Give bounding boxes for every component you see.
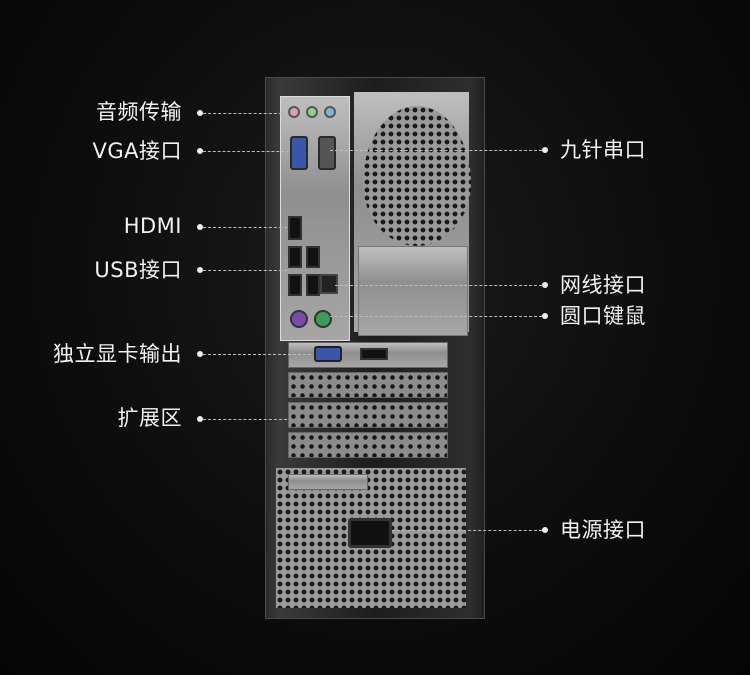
hdmi-port: [288, 216, 302, 240]
leader-line-expansion: [203, 419, 287, 420]
audio-jack-green: [306, 106, 318, 118]
vent-panel: [358, 246, 468, 336]
label-gpu-output: 独立显卡输出: [53, 342, 182, 366]
leader-dot-usb: [197, 267, 203, 273]
usb-port: [288, 274, 302, 296]
leader-line-hdmi: [203, 227, 287, 228]
psu-grille: [276, 468, 466, 608]
leader-line-ethernet: [335, 285, 542, 286]
psu-handle: [288, 474, 368, 490]
ps2-mouse-port: [314, 310, 332, 328]
leader-dot-ps2: [542, 313, 548, 319]
power-inlet: [348, 518, 392, 548]
gpu-vga-port: [314, 346, 342, 362]
usb-port: [306, 246, 320, 268]
serial-port: [318, 136, 336, 170]
fan-grille: [363, 106, 471, 246]
leader-dot-expansion: [197, 416, 203, 422]
usb-port: [306, 274, 320, 296]
label-serial: 九针串口: [560, 138, 646, 162]
leader-dot-serial: [542, 147, 548, 153]
leader-line-gpu-output: [203, 354, 311, 355]
leader-dot-vga: [197, 148, 203, 154]
label-hdmi: HDMI: [123, 214, 182, 238]
leader-line-audio: [203, 113, 287, 114]
leader-dot-hdmi: [197, 224, 203, 230]
ethernet-port: [320, 274, 338, 294]
label-usb: USB接口: [94, 258, 182, 282]
leader-line-ps2: [330, 316, 542, 317]
label-vga: VGA接口: [92, 139, 182, 163]
ps2-keyboard-port: [290, 310, 308, 328]
expansion-slot-cover: [288, 432, 448, 458]
pc-tower-rear-panel: [265, 77, 485, 619]
expansion-slot-cover: [288, 402, 448, 428]
leader-dot-gpu-output: [197, 351, 203, 357]
label-audio: 音频传输: [96, 100, 182, 124]
vga-port: [290, 136, 308, 170]
usb-port: [288, 246, 302, 268]
leader-line-power: [392, 530, 542, 531]
audio-jack-pink: [288, 106, 300, 118]
leader-line-serial: [330, 150, 542, 151]
leader-dot-audio: [197, 110, 203, 116]
label-power: 电源接口: [560, 518, 646, 542]
label-ethernet: 网线接口: [560, 273, 646, 297]
label-ps2: 圆口键鼠: [560, 304, 646, 328]
leader-line-usb: [203, 270, 287, 271]
leader-dot-ethernet: [542, 282, 548, 288]
leader-dot-power: [542, 527, 548, 533]
gpu-displayport: [360, 348, 388, 360]
leader-line-vga: [203, 151, 289, 152]
audio-jack-blue: [324, 106, 336, 118]
label-expansion: 扩展区: [117, 406, 182, 430]
expansion-slot-cover: [288, 372, 448, 398]
